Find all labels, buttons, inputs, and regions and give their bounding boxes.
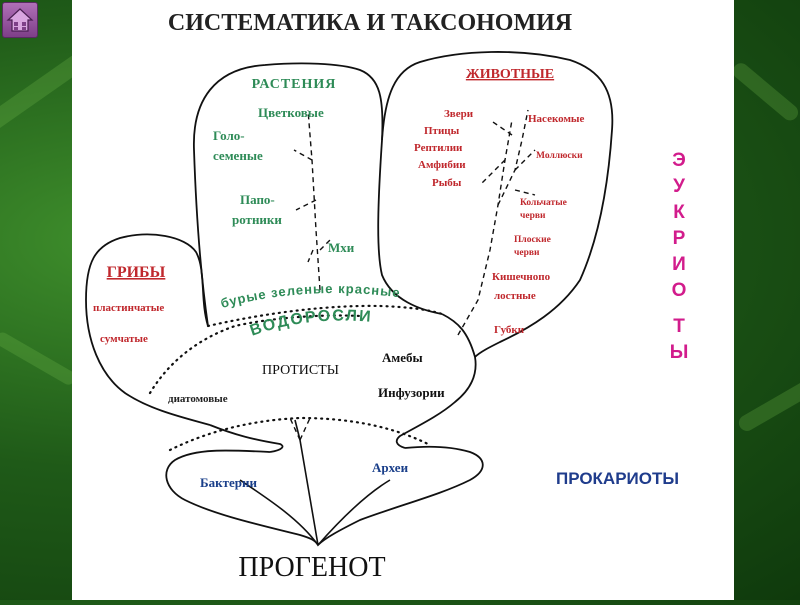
fungi-heading: ГРИБЫ [107, 264, 166, 281]
prokaryote-archaea: Археи [372, 460, 409, 475]
plants-trunk [307, 109, 321, 291]
protists-bottom-outline [209, 424, 284, 453]
animals-outline [381, 51, 614, 358]
animal-amphibians: Амфибии [418, 159, 466, 171]
root-line [239, 479, 319, 546]
animal-reptiles: Рептилии [414, 142, 463, 154]
plants-outline [193, 62, 443, 327]
animals-heading: ЖИВОТНЫЕ [466, 67, 554, 82]
protist-amoebae: Амебы [382, 350, 423, 365]
eukaryotes-letter: Т [673, 316, 685, 337]
animals-branch [489, 119, 513, 136]
root-line [317, 479, 391, 546]
plant-flowering: Цветковые [258, 105, 324, 120]
root-line [299, 439, 319, 546]
plants-heading: РАСТЕНИЯ [252, 77, 337, 92]
protists-branch [299, 417, 311, 441]
plant-mosses: Мхи [328, 240, 355, 255]
eukaryotes-letter: Ы [670, 342, 689, 363]
protists-outline [395, 313, 477, 449]
eukaryotes-letter: Р [673, 228, 686, 249]
animal-flatworms-1: Плоские [514, 235, 551, 245]
background-leaf [0, 330, 78, 388]
plants-branch [319, 239, 331, 251]
animal-annelids-1: Кольчатые [520, 198, 567, 208]
animals-branch [479, 159, 506, 186]
animal-fish: Рыбы [432, 177, 462, 189]
animal-cnidarians-1: Кишечнопо [492, 271, 551, 283]
eukaryotes-letter: У [673, 176, 685, 197]
background-leaf [729, 60, 800, 124]
page-title: СИСТЕМАТИКА И ТАКСОНОМИЯ [168, 10, 572, 36]
fungi-outline [85, 233, 211, 426]
background-leaf [736, 375, 800, 434]
animal-insects: Насекомые [528, 113, 585, 125]
taxonomy-diagram: СИСТЕМАТИКА И ТАКСОНОМИЯ [85, 10, 689, 583]
animals-trunk-right [497, 109, 529, 206]
animal-birds: Птицы [424, 125, 460, 137]
protists-top-separator [148, 314, 362, 395]
prokaryotes-outline [165, 445, 484, 547]
protists-heading: ПРОТИСТЫ [262, 363, 339, 378]
eukaryotes-letter: И [672, 254, 686, 275]
plants-branch [295, 199, 317, 211]
eukaryotes-letter: Э [672, 150, 686, 171]
prokaryote-bacteria: Бактерии [200, 475, 257, 490]
fungi-ascomycetes: сумчатые [100, 333, 148, 345]
animals-branch [514, 189, 536, 196]
fungi-agarics: пластинчатые [93, 302, 164, 314]
algae-heading: ВОДОРОСЛИ [248, 307, 373, 339]
plants-branch [307, 249, 314, 263]
animal-molluscs: Моллюски [536, 151, 583, 161]
eukaryotes-letter: О [672, 280, 687, 301]
animal-mammals: Звери [444, 108, 474, 120]
plant-gymnosperms-1: Голо- [213, 128, 245, 143]
plant-ferns-1: Папо- [240, 192, 275, 207]
protists-bottom-separator [168, 416, 432, 452]
slide: СИСТЕМАТИКА И ТАКСОНОМИЯ [72, 0, 734, 600]
animals-trunk [457, 119, 513, 336]
animal-flatworms-2: черви [514, 248, 540, 258]
home-button[interactable] [2, 2, 38, 38]
home-icon [6, 8, 34, 32]
plant-gymnosperms-2: семеные [213, 148, 263, 163]
algae-heading-text: ВОДОРОСЛИ [248, 307, 371, 339]
eukaryotes-label: Э У К Р И О Т Ы [670, 150, 689, 363]
prokaryotes-label: ПРОКАРИОТЫ [556, 469, 679, 488]
plants-branch [293, 149, 313, 161]
animal-annelids-2: черви [520, 211, 546, 221]
protists-branch [289, 417, 301, 441]
plant-ferns-2: ротники [232, 212, 282, 227]
algae-separator [206, 304, 444, 328]
animal-cnidarians-2: лостные [494, 290, 536, 302]
protist-diatoms: диатомовые [168, 393, 228, 405]
animals-branch [514, 149, 536, 171]
animal-sponges: Губки [494, 324, 525, 336]
eukaryotes-letter: К [673, 202, 685, 223]
protist-ciliates: Инфузории [378, 385, 445, 400]
root-progenote: ПРОГЕНОТ [238, 552, 385, 583]
